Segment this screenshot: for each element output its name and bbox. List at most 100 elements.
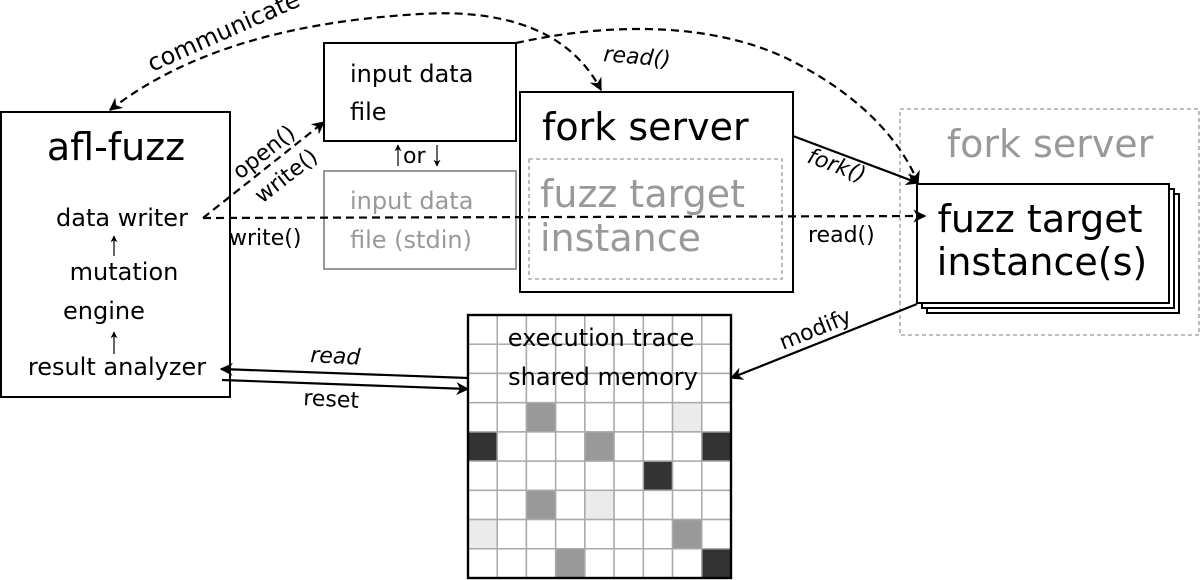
or-label: or: [403, 144, 426, 169]
memory-cell: [671, 548, 703, 579]
memory-cell: [613, 314, 645, 345]
memory-cell: [467, 460, 498, 492]
memory-cell: [613, 460, 645, 492]
read-shm-label: read: [310, 343, 362, 371]
memory-cell-dark: [701, 548, 732, 579]
memory-cell: [496, 460, 528, 492]
memory-cell-dark: [467, 431, 498, 462]
shared-memory-line2: shared memory: [508, 363, 698, 391]
or-indicator: or: [394, 144, 441, 169]
fork-server-child-boundary: [899, 108, 1200, 336]
memory-cell: [496, 314, 528, 345]
read-right-label: read(): [808, 223, 875, 248]
memory-cell: [496, 489, 528, 521]
fork-label: fork(): [804, 144, 869, 188]
fork-server-title: fork server: [542, 105, 749, 149]
shared-memory-box: [466, 313, 733, 580]
shared-memory-line1: execution trace: [508, 324, 695, 352]
memory-cell: [584, 460, 615, 492]
memory-cell: [642, 372, 674, 404]
fork-server-child-group: fork server fuzz target instance(s): [899, 108, 1200, 336]
memory-cell: [671, 343, 703, 375]
memory-cell: [525, 372, 557, 404]
memory-cell: [525, 460, 557, 492]
memory-cell: [701, 343, 732, 375]
memory-cell: [496, 431, 528, 462]
memory-cell: [554, 401, 586, 433]
input-file-box: [323, 42, 517, 142]
memory-cell: [642, 518, 674, 550]
memory-cell: [701, 489, 732, 521]
modify-label: modify: [776, 304, 855, 355]
memory-cell-dark: [642, 460, 674, 492]
memory-cell: [613, 431, 645, 462]
write-horiz-label: write(): [229, 226, 301, 251]
fuzz-target-instance-line2: instance: [540, 216, 701, 260]
memory-cell: [584, 343, 615, 375]
reset-shm-label: reset: [303, 386, 360, 414]
memory-cell: [554, 431, 586, 462]
memory-cell: [701, 518, 732, 550]
memory-cell: [642, 489, 674, 521]
memory-cell: [467, 372, 498, 404]
fork-edge: [792, 134, 920, 185]
fork-server-child-title: fork server: [947, 122, 1154, 166]
memory-cell: [496, 548, 528, 579]
read-shm-edge: [219, 362, 469, 380]
input-file-line2: file: [350, 98, 387, 126]
fuzz-target-instances-box: [916, 183, 1170, 304]
memory-cell: [554, 343, 586, 375]
input-stdin-line2: file (stdin): [350, 226, 472, 254]
mutation-label: mutation: [70, 258, 179, 286]
fork-server-box: [519, 91, 794, 293]
data-writer-label: data writer: [56, 204, 188, 232]
memory-cell: [613, 401, 645, 433]
shared-memory-grid: [467, 314, 732, 579]
memory-cell: [584, 548, 615, 579]
communicate-label: communicate: [143, 0, 304, 77]
memory-cell: [642, 314, 674, 345]
memory-cell: [671, 372, 703, 404]
memory-cell: [525, 314, 557, 345]
memory-cell-dark: [701, 431, 732, 462]
memory-cell: [671, 489, 703, 521]
fuzz-target-instance-boundary: [528, 158, 783, 280]
memory-cell: [701, 314, 732, 345]
memory-cell-light: [584, 489, 615, 521]
read-file-label: read(): [602, 42, 671, 73]
memory-cell: [467, 401, 498, 433]
memory-cell: [642, 548, 674, 579]
memory-cell: [496, 401, 528, 433]
memory-cell: [496, 518, 528, 550]
memory-cell: [642, 401, 674, 433]
memory-cell-mid: [671, 518, 703, 550]
modify-edge: [729, 302, 918, 380]
reset-shm-edge: [221, 378, 470, 396]
memory-cell: [467, 548, 498, 579]
memory-cell: [525, 518, 557, 550]
memory-cell: [525, 548, 557, 579]
result-analyzer-label: result analyzer: [28, 353, 206, 381]
communicate-edge: [108, 12, 602, 111]
memory-cell: [584, 401, 615, 433]
memory-cell: [613, 489, 645, 521]
memory-cell-light: [467, 518, 498, 550]
input-stdin-group: input data file (stdin): [323, 170, 517, 270]
fuzz-target-instances-line2: instance(s): [937, 240, 1147, 284]
memory-cell-mid: [554, 548, 586, 579]
memory-cell: [701, 460, 732, 492]
input-file-line1: input data: [350, 60, 473, 88]
memory-cell-light: [671, 401, 703, 433]
fuzz-target-instance-line1: fuzz target: [540, 172, 745, 216]
input-stdin-line1: input data: [350, 187, 473, 215]
memory-cell: [554, 314, 586, 345]
memory-cell: [554, 460, 586, 492]
memory-cell: [701, 401, 732, 433]
memory-cell-mid: [525, 489, 557, 521]
memory-cell: [642, 431, 674, 462]
memory-cell: [554, 518, 586, 550]
memory-cell-mid: [584, 431, 615, 462]
memory-cell: [554, 489, 586, 521]
input-stdin-box: [323, 170, 517, 270]
